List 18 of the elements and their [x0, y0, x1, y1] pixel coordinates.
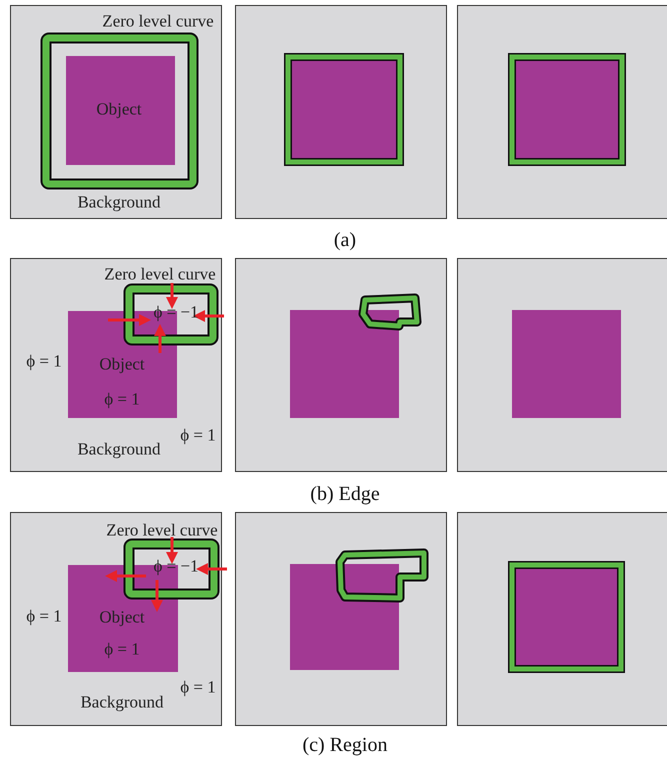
phi-value-label: ϕ = 1 — [104, 640, 140, 660]
panel-caption: (c) Region — [302, 734, 388, 756]
region-label: Object — [96, 100, 142, 120]
phi-value-label: ϕ = 1 — [180, 678, 216, 698]
region-label: Object — [99, 608, 145, 628]
level-curve-label: Zero level curve — [106, 522, 218, 540]
level-curve-label: Zero level curve — [104, 266, 216, 284]
panel-caption: (b) Edge — [310, 483, 380, 505]
region-label: Background — [77, 440, 161, 460]
phi-value-label: ϕ = 1 — [104, 390, 140, 410]
panel-caption: (a) — [334, 229, 356, 251]
phi-value-label: ϕ = 1 — [26, 352, 62, 372]
region-label: Object — [99, 356, 145, 374]
level-curve-label: Zero level curve — [102, 12, 214, 32]
phi-value-label: ϕ = 1 — [180, 426, 216, 446]
phi-value-label: ϕ = 1 — [26, 608, 62, 626]
region-label: Background — [80, 694, 164, 712]
region-label: Background — [77, 194, 161, 212]
